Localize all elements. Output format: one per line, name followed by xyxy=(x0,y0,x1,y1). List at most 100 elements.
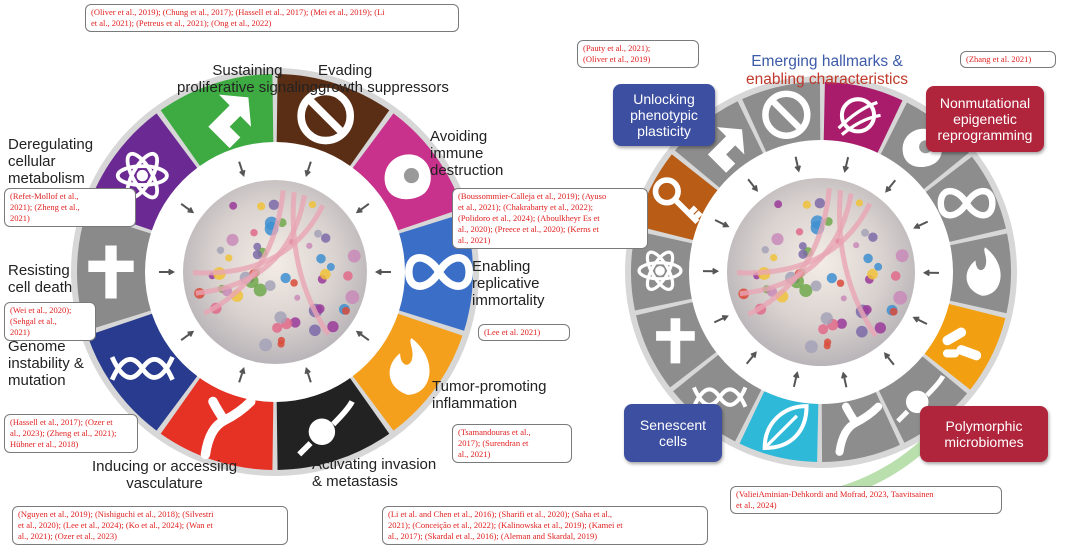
inward-arrow xyxy=(792,372,799,388)
label-deregulating-cellular-metabolism: Deregulating cellular metabolism xyxy=(8,136,94,187)
citation-epigenetic-text: (Zhang et al. 2021) xyxy=(966,54,1032,64)
arrow-head xyxy=(239,367,246,375)
label-tumor-promoting-inflammation: Tumor-promoting inflammation xyxy=(432,378,547,412)
arrow-head xyxy=(304,169,311,177)
label-activating-invasion-metastasis: Activating invasion & metastasis xyxy=(312,456,437,490)
cross-icon xyxy=(656,318,695,364)
citation-proliferative-text: (Oliver et al., 2019); (Chung et al., 20… xyxy=(91,7,385,28)
citation-inflammation-text: (Tsamandouras et al., 2017); (Surendran … xyxy=(458,427,531,459)
prohibited-icon xyxy=(297,87,355,145)
inward-arrow xyxy=(713,315,728,324)
wheel-segment xyxy=(739,391,819,462)
tumor-cell xyxy=(257,202,266,211)
inward-arrow xyxy=(747,178,758,191)
citation-vasculature: (Nguyen et al., 2019); (Nishiguchi et al… xyxy=(12,506,288,545)
tumor-cell xyxy=(274,311,287,324)
citation-genome: (Hassell et al., 2017); (Ozer et al., 20… xyxy=(4,414,138,453)
arrow-head xyxy=(922,269,930,277)
inward-arrow xyxy=(305,161,312,176)
label-evading-growth-suppressors: Evading growth suppressors xyxy=(318,62,449,96)
arrow-head xyxy=(721,315,729,322)
inward-arrow xyxy=(180,203,194,213)
tumor-cell xyxy=(268,199,280,211)
arrow-head xyxy=(750,351,757,358)
label-genome-instability-mutation: Genome instability & mutation xyxy=(8,338,84,389)
vessel-strand xyxy=(203,190,286,316)
tumor-cell xyxy=(290,279,298,287)
tumor-cell xyxy=(893,290,908,305)
title-line-2: enabling characteristics xyxy=(746,71,908,88)
tumor-cell xyxy=(327,320,339,333)
label-inducing-accessing-vasculature: Inducing or accessing vasculature xyxy=(92,458,238,492)
tumor-cell xyxy=(264,280,276,292)
arrow-head xyxy=(751,185,759,192)
inward-arrow xyxy=(913,316,928,325)
inward-arrow xyxy=(794,156,800,171)
arrow-head xyxy=(304,367,311,375)
arrow-head xyxy=(168,268,176,276)
tumor-cell xyxy=(229,201,238,210)
tumor-cell xyxy=(863,253,873,264)
citation-microbiomes-text: (ValieiAminian-Dehkordi and Mofrad, 2023… xyxy=(736,489,934,510)
inward-arrow xyxy=(745,352,757,365)
arrow-head xyxy=(842,165,849,173)
right-hallmarks-wheel xyxy=(625,76,1017,468)
tumor-cell xyxy=(250,229,258,237)
box-nonmutational-epigenetic-reprogramming: Nonmutational epigenetic reprogramming xyxy=(926,86,1044,152)
bacteria-icon xyxy=(942,327,982,361)
tumor-cell xyxy=(856,325,868,338)
tumor-cell xyxy=(308,200,317,209)
inward-arrow xyxy=(356,203,370,213)
arrow-head xyxy=(374,268,382,276)
tumor-cell xyxy=(836,279,845,287)
epigenetic-icon xyxy=(837,97,881,136)
tumor-cell xyxy=(867,268,878,280)
tumor-cell xyxy=(820,312,833,325)
tumor-cell xyxy=(868,232,878,242)
arrow-head xyxy=(883,352,891,359)
tumor-cell xyxy=(277,340,285,348)
tumor-cell xyxy=(855,199,863,207)
citation-metabolism: (Refet-Mollof et al., 2021); (Zheng et a… xyxy=(4,188,136,227)
tumor-cell xyxy=(225,254,233,262)
vessel-strand xyxy=(290,192,331,336)
citation-epigenetic: (Zhang et al. 2021) xyxy=(960,51,1056,68)
tumor-cell xyxy=(226,233,239,246)
tumor-cell xyxy=(259,338,273,352)
inward-arrow xyxy=(356,331,370,341)
tumor-cell xyxy=(818,324,829,335)
tumor-cell xyxy=(802,200,811,209)
tumor-cell xyxy=(836,318,847,329)
tumor-cell xyxy=(874,322,886,334)
tumor-cell xyxy=(799,283,813,297)
tumor-cell xyxy=(253,283,267,297)
citation-genome-text: (Hassell et al., 2017); (Ozer et al., 20… xyxy=(10,417,117,449)
arrow-head xyxy=(712,267,720,275)
tumor-cell xyxy=(774,200,783,209)
tumor-cell xyxy=(798,249,808,259)
tumor-cell xyxy=(895,249,909,263)
citation-immortality: (Lee et al. 2021) xyxy=(478,324,570,341)
tumor-cell xyxy=(343,271,353,281)
tumor-cell xyxy=(814,197,826,209)
citation-vasculature-text: (Nguyen et al., 2019); (Nishiguchi et al… xyxy=(18,509,214,541)
citation-immune-text: (Boussommier-Calleja et al., 2019); (Ayu… xyxy=(458,191,607,245)
vessel-strand xyxy=(747,188,832,317)
citation-microbiomes: (ValieiAminian-Dehkordi and Mofrad, 2023… xyxy=(730,486,1002,514)
tumor-cell xyxy=(874,262,883,271)
citation-immortality-text: (Lee et al. 2021) xyxy=(484,327,541,337)
tumor-cell xyxy=(341,306,350,315)
inward-arrow xyxy=(914,220,929,229)
arrow-head xyxy=(187,207,195,214)
citation-invasion-text: (Li et al. and Chen et al., 2016); (Shar… xyxy=(388,509,623,541)
tumor-cell xyxy=(890,271,901,281)
tumor-cell xyxy=(823,342,831,350)
infinity-icon xyxy=(937,187,996,219)
label-resisting-cell-death: Resisting cell death xyxy=(8,262,73,296)
citation-plasticity-text: (Pauty et al., 2021); (Oliver et al., 20… xyxy=(583,43,651,64)
tumor-cell xyxy=(326,263,335,271)
arrow-up-right-icon xyxy=(707,127,745,173)
inward-arrow xyxy=(305,368,312,383)
citation-invasion: (Li et al. and Chen et al., 2016); (Shar… xyxy=(382,506,708,545)
